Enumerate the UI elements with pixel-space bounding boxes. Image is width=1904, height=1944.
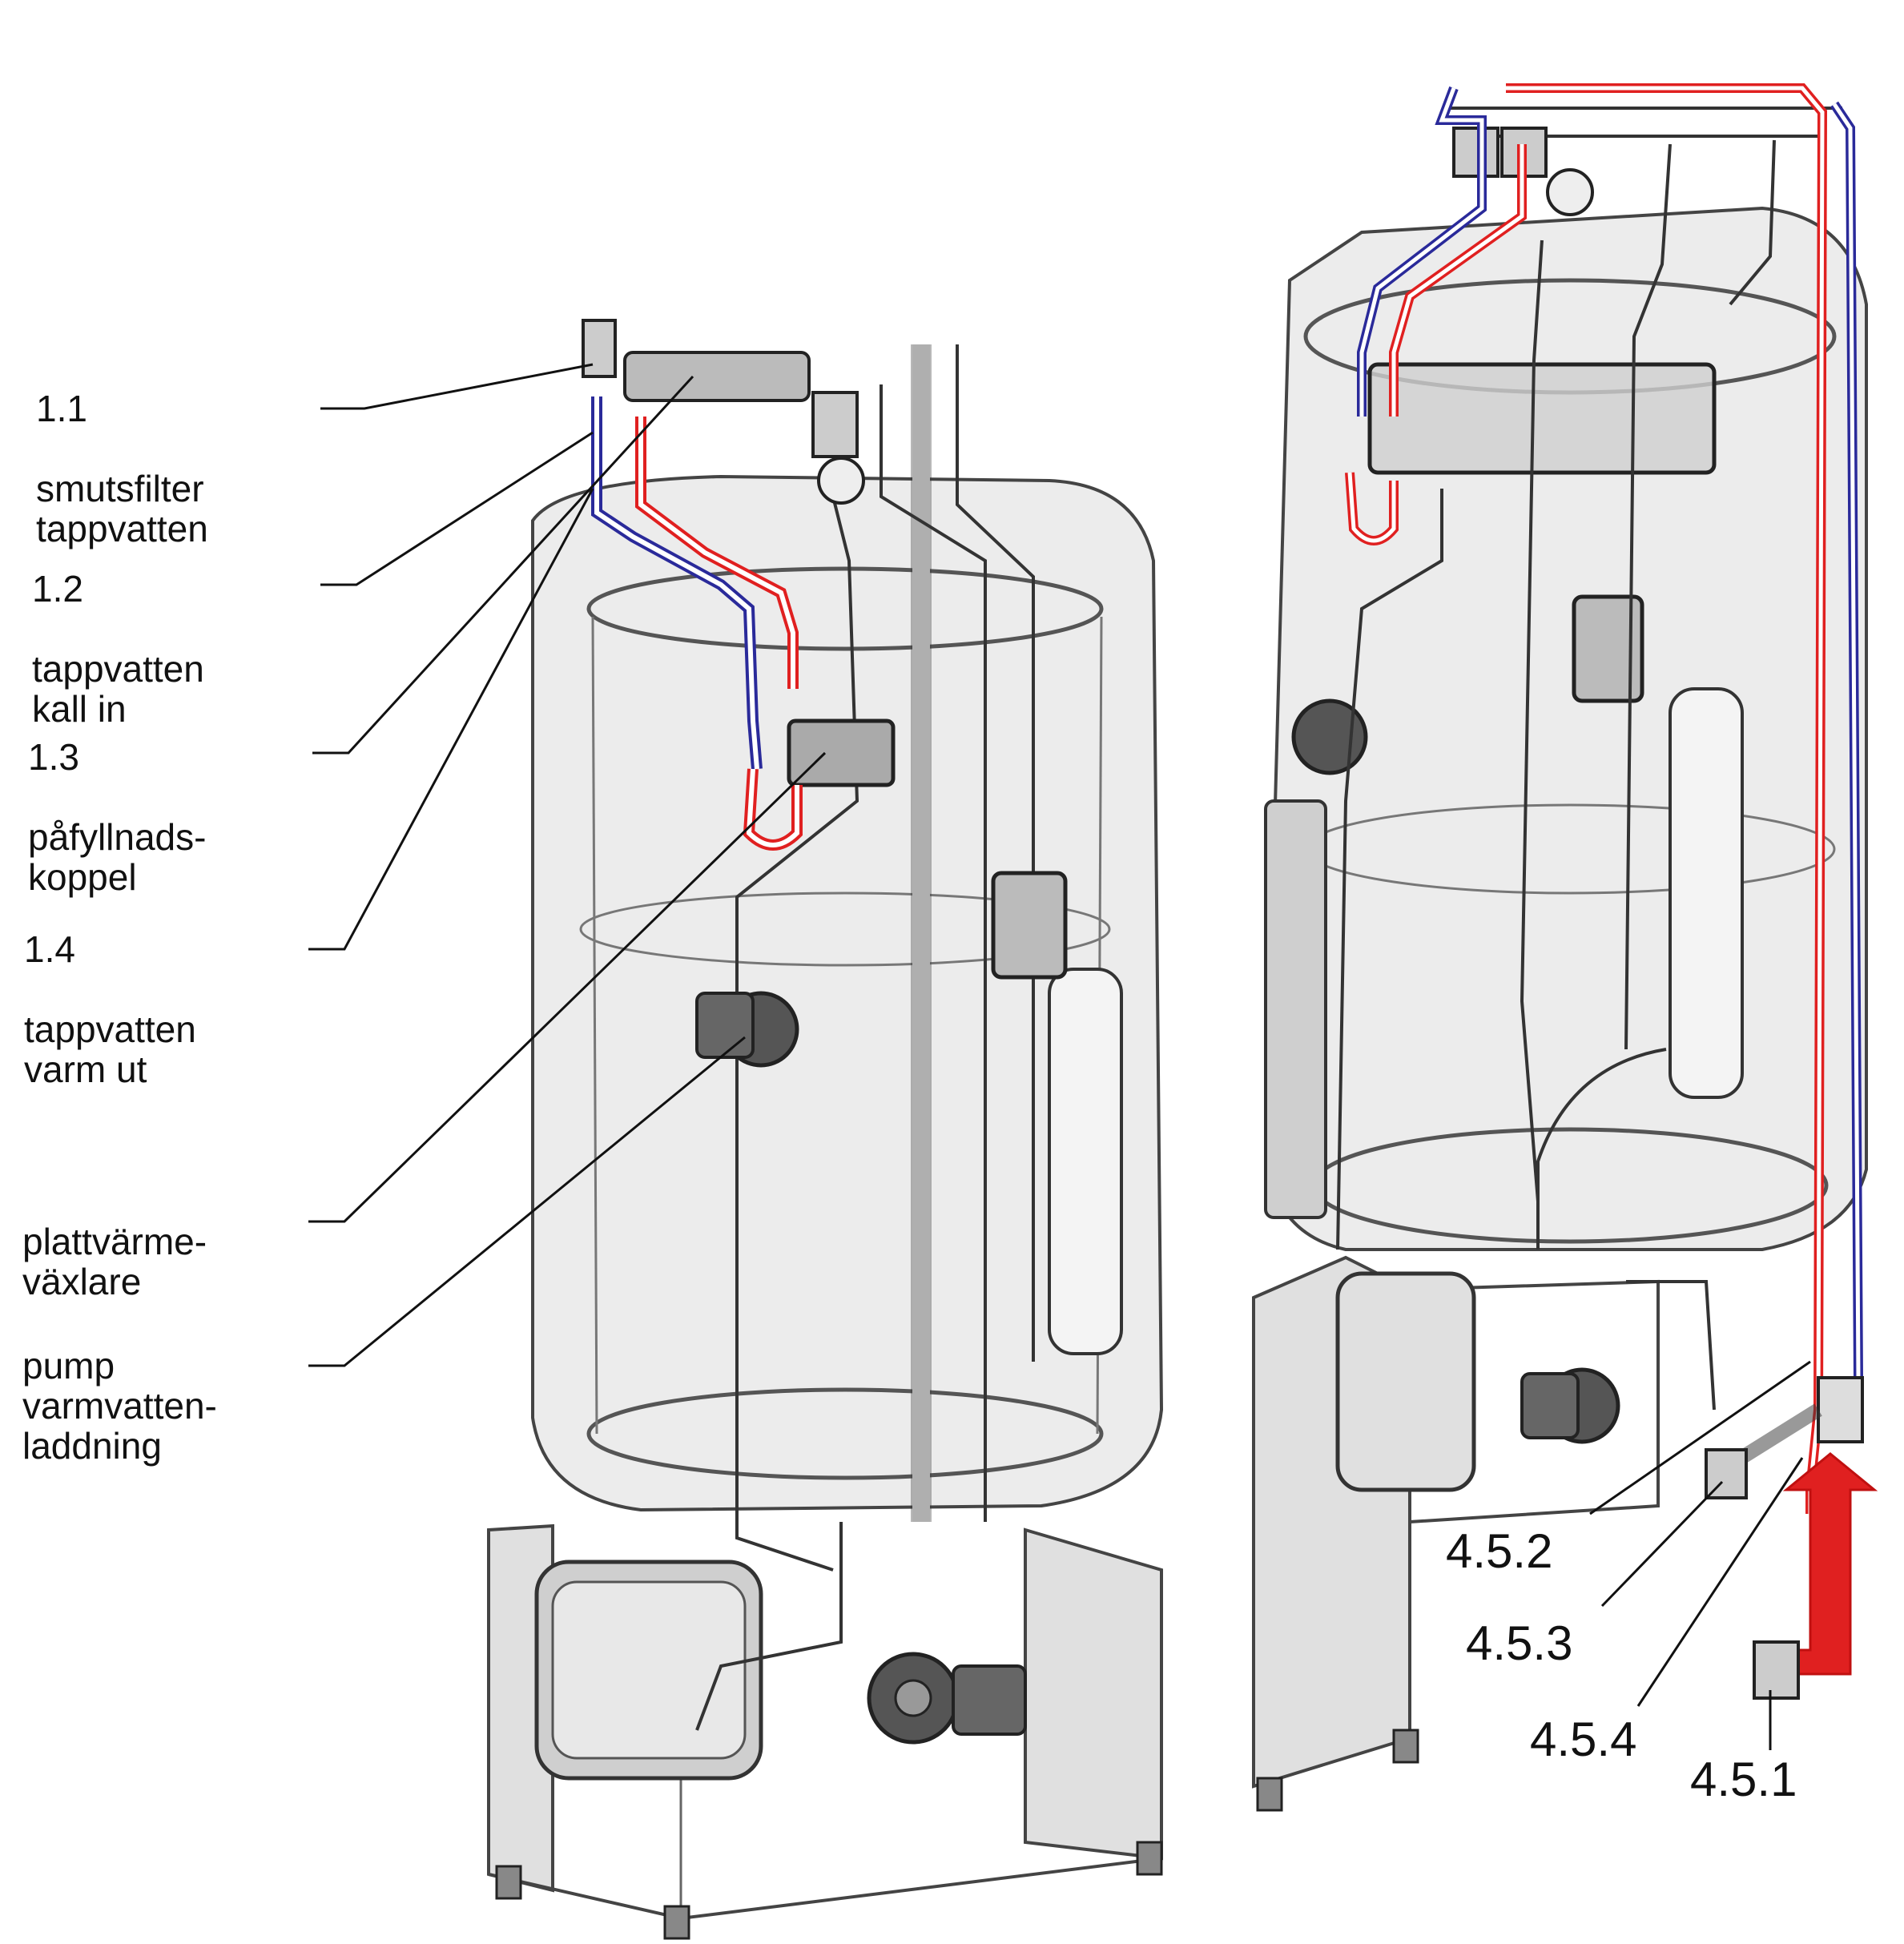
left-pipe-e: [695, 1522, 843, 1731]
label-1-2-text: tappvatten kall in: [32, 648, 204, 730]
left-plate-heat-exchanger: [787, 718, 896, 787]
right-pipe-e: [1536, 1048, 1667, 1250]
right-base-side: [1409, 1279, 1660, 1523]
right-bottom-pump-motor: [1520, 1372, 1580, 1439]
leader-lines: [308, 363, 1811, 1750]
leader-4-5-3: [1600, 1480, 1724, 1608]
left-safety-valve: [811, 391, 859, 458]
left-tank-bottom-ring: [586, 1387, 1104, 1480]
label-4-5-4: 4.5.4: [1530, 1713, 1637, 1766]
right-pipe-c: [1729, 139, 1776, 306]
left-pipe-d: [735, 496, 859, 1572]
label-4-5-3: 4.5.3: [1466, 1616, 1573, 1670]
leader-1-4: [308, 488, 594, 951]
left-tank-mid-ring: [579, 892, 1111, 967]
right-pipe-b: [1624, 143, 1672, 1050]
right-plate-heat-exchanger: [1367, 362, 1717, 475]
label-1-1-number: 1.1: [36, 388, 87, 429]
left-foot-3: [1136, 1841, 1163, 1876]
label-1-2: 1.2 tappvatten kall in: [32, 529, 204, 769]
left-tank-top-ring: [586, 566, 1104, 651]
left-hot-pipe-core: [638, 417, 799, 847]
left-immersion-heater: [1048, 968, 1123, 1355]
label-1-3: 1.3 påfyllnads- koppel: [28, 697, 206, 937]
label-1-3-number: 1.3: [28, 736, 79, 778]
left-foot-2: [663, 1905, 690, 1940]
label-1-1-text: smutsfilter tappvatten: [36, 468, 208, 549]
left-bottom-pump-center: [894, 1679, 932, 1717]
right-heater-controller: [1572, 594, 1644, 703]
label-4-5-1: 4.5.1: [1690, 1753, 1797, 1806]
leader-1-1: [320, 363, 594, 410]
right-pipe-d: [1336, 489, 1443, 1250]
label-1-2-number: 1.2: [32, 568, 83, 610]
right-pressure-gauge: [1546, 168, 1594, 216]
right-flow-arrow: [1773, 1452, 1878, 1676]
label-plattvarmevaxlare: plattvärme- växlare: [22, 1181, 207, 1342]
label-1-4-number: 1.4: [24, 928, 75, 970]
leader-1-2: [320, 431, 594, 586]
left-tank-inner-left: [591, 616, 598, 1435]
right-foot-1: [1256, 1777, 1283, 1812]
leader-4-5-2: [1589, 1360, 1811, 1515]
right-immersion-heater: [1669, 687, 1744, 1099]
left-dirt-filter: [582, 319, 617, 378]
right-foot-2: [1392, 1729, 1419, 1764]
label-1-4-text: tappvatten varm ut: [24, 1008, 196, 1090]
leader-pump: [308, 1036, 746, 1367]
right-inlet-fitting: [1753, 1640, 1800, 1700]
label-1-1: 1.1 smutsfilter tappvatten: [36, 348, 208, 589]
left-base-side: [1024, 1527, 1163, 1861]
right-pipe-a: [1520, 239, 1544, 1202]
right-cold-pipe-core: [1359, 87, 1861, 1379]
leader-plate: [308, 751, 827, 1223]
label-pump-text: pump varmvatten- laddning: [22, 1345, 217, 1467]
right-pipe-f: [1626, 1280, 1716, 1411]
left-bottom-pump-motor: [952, 1664, 1027, 1736]
leader-1-3: [312, 375, 694, 755]
left-charging-pump-body: [695, 992, 755, 1059]
right-unit: [1252, 83, 1878, 1812]
left-valve-group: [623, 351, 811, 402]
left-base-floor: [488, 1857, 1162, 1921]
label-4-5-2: 4.5.2: [1446, 1524, 1553, 1578]
left-cold-pipe-core: [594, 396, 759, 770]
left-pressure-gauge: [817, 457, 865, 505]
right-side-controller: [1264, 799, 1327, 1219]
right-valve-1: [1452, 127, 1499, 178]
left-expansion-vessel-face: [551, 1580, 747, 1760]
left-unit: [487, 319, 1164, 1940]
label-plattvarmevaxlare-text: plattvärme- växlare: [22, 1221, 207, 1302]
leader-4-5-4: [1636, 1457, 1804, 1707]
left-foot-1: [495, 1865, 522, 1900]
right-expansion-vessel: [1335, 1271, 1476, 1492]
left-heater-controller: [991, 871, 1068, 980]
label-1-3-text: påfyllnads- koppel: [28, 816, 207, 898]
right-fitting-452: [1817, 1376, 1864, 1443]
left-pipe-c: [880, 384, 987, 1522]
label-1-4: 1.4 tappvatten varm ut: [24, 889, 196, 1129]
label-pump: pump varmvatten- laddning: [22, 1306, 217, 1506]
right-charging-pump: [1291, 698, 1368, 775]
